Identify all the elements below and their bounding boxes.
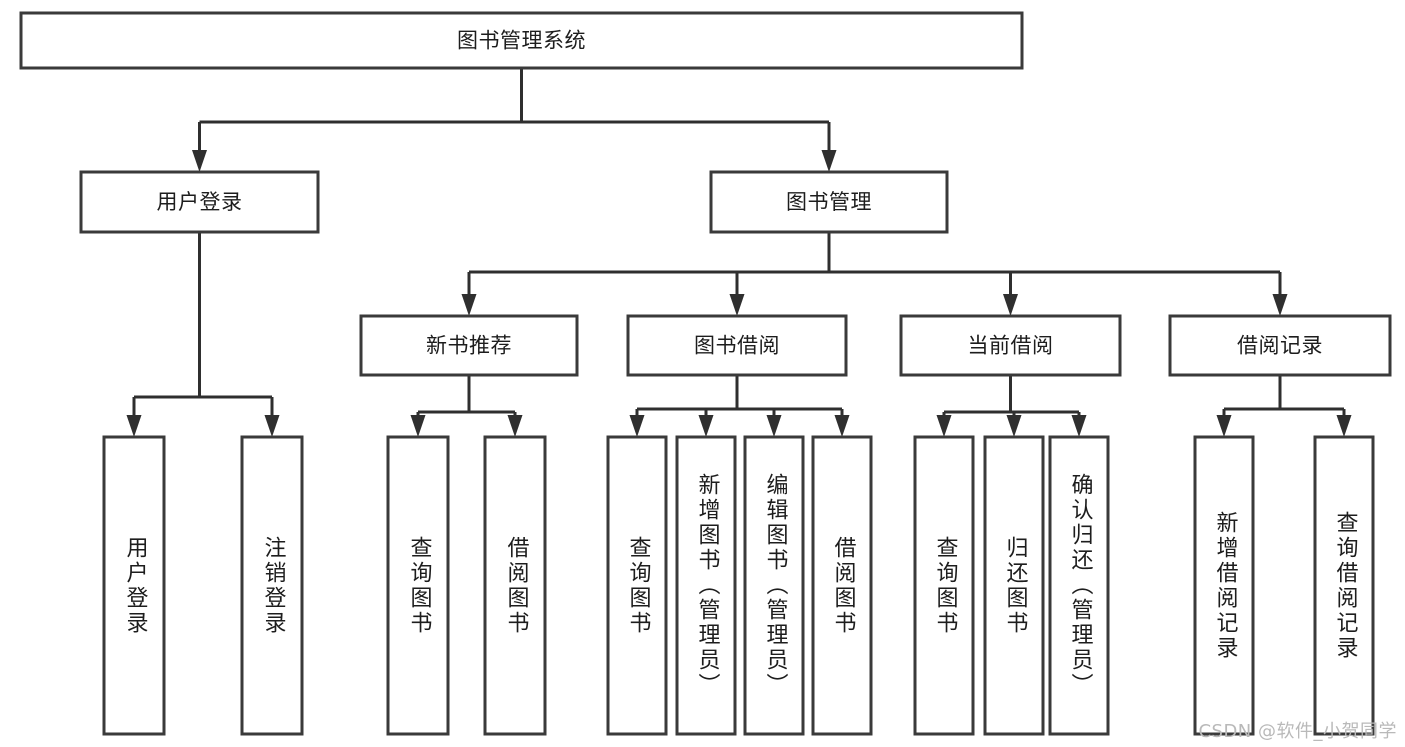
node-box-root[interactable]: [19, 11, 1024, 70]
node-box-new-book-rec[interactable]: [359, 314, 579, 377]
arrow-head-icon: [1216, 415, 1232, 437]
node-label-user-login: 用户登录: [157, 190, 243, 214]
node-box-borrow-record[interactable]: [1168, 314, 1392, 377]
arrow-head-icon: [821, 150, 837, 172]
node-label-root: 图书管理系统: [457, 29, 586, 53]
arrow-head-icon: [1003, 294, 1018, 316]
node-label-book-manage: 图书管理: [786, 190, 872, 214]
node-label-new-book-rec: 新书推荐: [426, 334, 512, 358]
arrow-head-icon: [729, 294, 745, 316]
node-box-leaf-bb-edit-book[interactable]: [743, 435, 805, 736]
node-box-leaf-rec-query-book[interactable]: [386, 435, 450, 736]
node-box-book-borrow[interactable]: [626, 314, 848, 377]
node-box-leaf-cb-query-book[interactable]: [913, 435, 975, 736]
node-label-current-borrow: 当前借阅: [968, 334, 1054, 358]
node-label-borrow-record: 借阅记录: [1237, 334, 1323, 358]
node-box-current-borrow[interactable]: [899, 314, 1122, 377]
node-box-user-login[interactable]: [79, 170, 320, 234]
node-box-leaf-user-login[interactable]: [102, 435, 166, 736]
arrow-head-icon: [1272, 294, 1288, 316]
arrow-head-icon: [264, 415, 280, 437]
node-box-leaf-br-query-record[interactable]: [1313, 435, 1375, 736]
arrow-head-icon: [507, 415, 523, 437]
arrow-head-icon: [698, 415, 714, 437]
arrow-head-icon: [461, 294, 477, 316]
arrow-head-icon: [936, 415, 952, 437]
arrow-head-icon: [126, 415, 142, 437]
node-box-leaf-br-add-record[interactable]: [1193, 435, 1255, 736]
node-box-leaf-bb-add-book[interactable]: [675, 435, 737, 736]
node-box-leaf-user-logout[interactable]: [240, 435, 304, 736]
node-box-leaf-bb-query-book[interactable]: [606, 435, 668, 736]
arrow-head-icon: [1006, 415, 1022, 437]
arrow-head-icon: [192, 150, 207, 172]
node-box-leaf-bb-borrow-book[interactable]: [811, 435, 873, 736]
connector-layer: [126, 68, 1352, 437]
arrow-head-icon: [410, 415, 426, 437]
arrow-head-icon: [766, 415, 782, 437]
arrow-head-icon: [1336, 415, 1352, 437]
arrow-head-icon: [1071, 415, 1087, 437]
arrow-head-icon: [629, 415, 645, 437]
node-box-book-manage[interactable]: [709, 170, 949, 234]
node-box-layer: [19, 11, 1392, 736]
node-box-leaf-rec-borrow-book[interactable]: [483, 435, 547, 736]
node-label-book-borrow: 图书借阅: [694, 334, 780, 358]
node-box-leaf-cb-return-book[interactable]: [983, 435, 1045, 736]
node-box-leaf-cb-confirm-return[interactable]: [1048, 435, 1110, 736]
arrow-head-icon: [834, 415, 850, 437]
